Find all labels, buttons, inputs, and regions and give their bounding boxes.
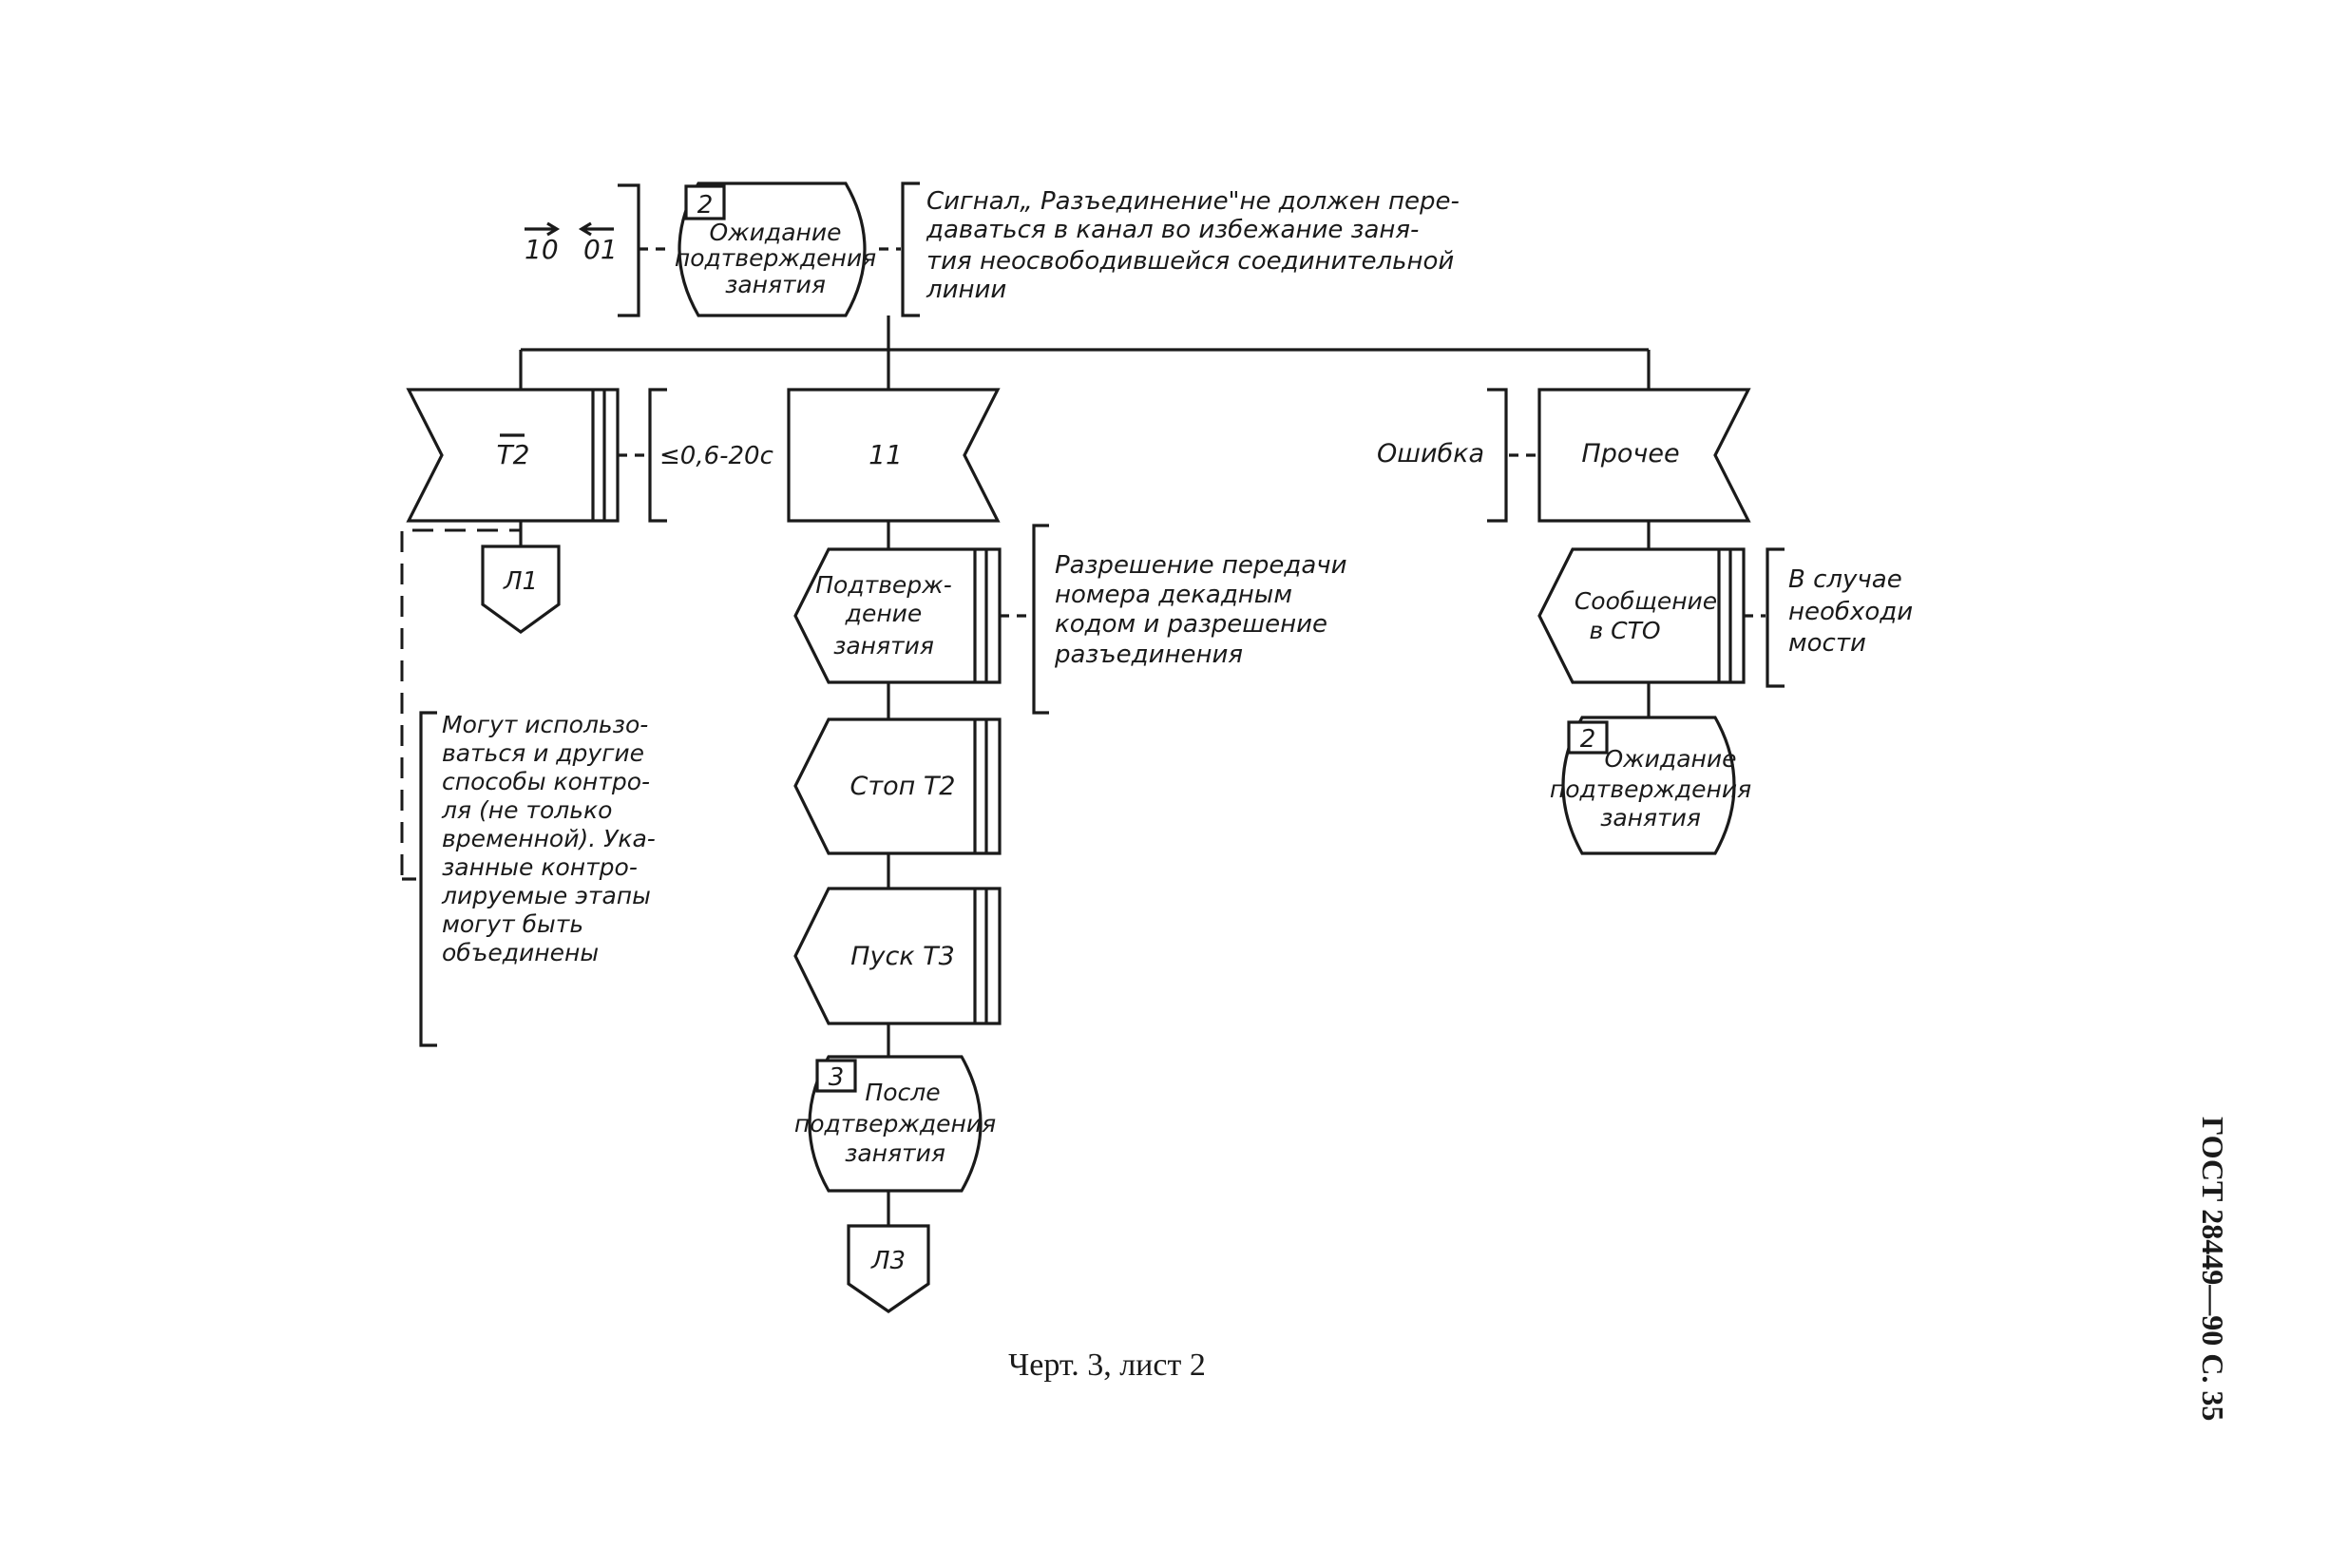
state-number: 2 (697, 191, 714, 220)
signal-output-start-T3: Пуск T3 (793, 887, 1002, 1025)
confirm-note-line-1: Разрешение передачи (1055, 551, 1347, 580)
message-note-line-2: необходи (1788, 598, 1913, 626)
output-shape (793, 547, 1002, 684)
output-shape (793, 887, 1002, 1025)
state-line-3: занятия (725, 271, 826, 298)
left-note-line-8: могут быть (442, 910, 583, 938)
output-line-1: Подтверж- (815, 571, 951, 599)
input-shape (787, 388, 1001, 523)
output-label: Пуск T3 (850, 942, 955, 971)
signal-label-10: 10 (525, 234, 559, 265)
note-bracket (1032, 524, 1049, 715)
input-note: Ошибка (1377, 439, 1484, 468)
input-label: Прочее (1581, 439, 1679, 468)
top-note-line-1: Сигнал„ Разъединение"не должен пере- (926, 187, 1460, 216)
left-note-line-1: Могут использо- (442, 711, 648, 738)
state-line-2: подтверждения (1550, 775, 1751, 803)
top-note-line-3: тия неосвободившейся соединительной (926, 247, 1454, 276)
signal-output-confirm: Подтверж- дение занятия (793, 547, 1002, 684)
message-note-line-1: В случае (1788, 565, 1902, 594)
state-after-confirm: 3 После подтверждения занятия (794, 1055, 996, 1193)
confirm-note-line-4: разъединения (1054, 641, 1243, 669)
page-connector-L3: Л3 (847, 1224, 930, 1313)
state-waiting-right: 2 Ожидание подтверждения занятия (1550, 716, 1751, 855)
timer-input-T2: T2 (406, 388, 620, 523)
state-number: 3 (829, 1063, 845, 1092)
left-note-line-9: объединены (442, 939, 599, 966)
state-number: 2 (1580, 725, 1596, 754)
state-number-box (684, 184, 726, 220)
connector-shape (847, 1224, 930, 1313)
confirm-note-line-2: номера декадным (1055, 581, 1292, 609)
signal-input-other: Прочее (1537, 388, 1751, 523)
signal-arrows: 10 01 (525, 221, 618, 265)
top-note-line-4: линии (926, 276, 1006, 304)
note-bracket (1766, 547, 1785, 688)
message-note: В случае необходи мости (1788, 565, 1913, 658)
state-line-2: подтверждения (794, 1110, 996, 1138)
output-line-1: Сообщение (1575, 587, 1717, 615)
left-note-line-3: способы контро- (442, 768, 650, 795)
input-shape (406, 388, 620, 523)
signals-bracket (618, 183, 640, 317)
connector-shape (481, 545, 561, 634)
top-note-line-2: даваться в канал во избежание заня- (926, 216, 1419, 244)
left-note-line-4: ля (не только (441, 796, 612, 824)
left-note-line-6: занные контро- (442, 853, 638, 881)
left-note-line-7: лируемые этапы (441, 882, 651, 909)
top-note: Сигнал„ Разъединение"не должен пере- дав… (926, 187, 1460, 304)
arrow-head-icon (578, 221, 592, 237)
timer-note: ≤0,6-20с (659, 442, 773, 470)
state-shape (678, 182, 867, 317)
arrow-head-icon (546, 221, 561, 237)
signal-label-01: 01 (583, 234, 618, 265)
signal-input-11: 11 (787, 388, 1001, 523)
note-bracket (648, 388, 667, 523)
state-line-1: Ожидание (709, 219, 841, 246)
page-connector-L1: Л1 (481, 545, 561, 634)
left-note: Могут использо- ваться и другие способы … (441, 711, 656, 966)
output-label: Стоп T2 (849, 772, 955, 801)
connector-label: Л3 (870, 1247, 906, 1275)
output-shape (793, 717, 1002, 855)
output-shape (1537, 547, 1746, 684)
state-line-3: занятия (845, 1139, 945, 1167)
left-note-line-5: временной). Ука- (442, 825, 656, 852)
figure-caption: Черт. 3, лист 2 (1008, 1348, 1206, 1383)
message-note-line-3: мости (1788, 629, 1866, 658)
state-line-1: Ожидание (1604, 745, 1736, 773)
left-note-line-2: ваться и другие (442, 739, 644, 767)
state-waiting-top: 2 Ожидание подтверждения занятия (675, 182, 876, 317)
confirm-note: Разрешение передачи номера декадным кодо… (1054, 551, 1347, 669)
state-number-box (815, 1059, 857, 1093)
output-line-2: в СТО (1589, 617, 1660, 644)
note-bracket (901, 182, 920, 317)
state-number-box (1567, 720, 1609, 755)
state-line-3: занятия (1600, 804, 1701, 832)
side-page-label: ГОСТ 28449—90 С. 35 (2196, 1117, 2230, 1421)
state-line-1: После (865, 1079, 940, 1106)
confirm-note-line-3: кодом и разрешение (1055, 610, 1327, 639)
output-line-2: дение (845, 600, 923, 627)
timer-label: T2 (497, 439, 530, 470)
note-bracket (1487, 388, 1508, 523)
signal-output-stop-T2: Стоп T2 (793, 717, 1002, 855)
input-shape (1537, 388, 1751, 523)
output-line-3: занятия (833, 632, 934, 660)
input-label: 11 (869, 439, 903, 470)
note-bracket (419, 711, 437, 1047)
signal-output-message: Сообщение в СТО (1537, 547, 1746, 684)
connector-label: Л1 (503, 567, 538, 596)
state-line-2: подтверждения (675, 244, 876, 272)
